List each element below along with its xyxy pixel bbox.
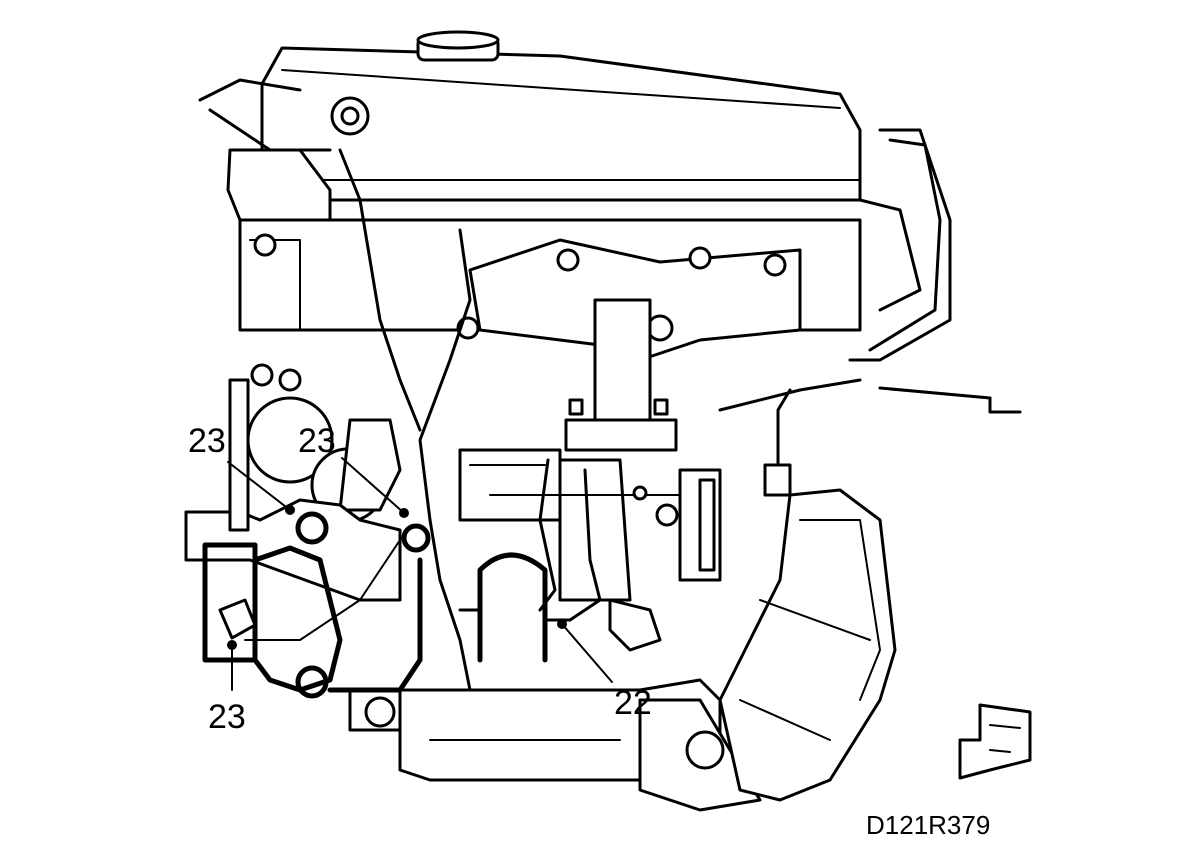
turbocharger [246, 363, 722, 602]
sensor-housing [184, 378, 431, 699]
callout-23-turbo-right: 23 [298, 422, 336, 460]
callout-23-sensor: 23 [208, 698, 246, 736]
intake-duct [718, 388, 897, 802]
callout-23-turbo-left: 23 [188, 422, 226, 460]
pipe-lines [198, 78, 952, 692]
downpipe [458, 552, 662, 663]
engine-block [348, 678, 762, 812]
exhaust-manifold [456, 238, 802, 452]
leader-lines [227, 457, 613, 691]
valve-cover [226, 30, 862, 332]
figure-reference-code: D121R379 [866, 810, 991, 840]
transmission-housing [878, 386, 1032, 780]
callout-22-pipe: 22 [614, 684, 652, 722]
